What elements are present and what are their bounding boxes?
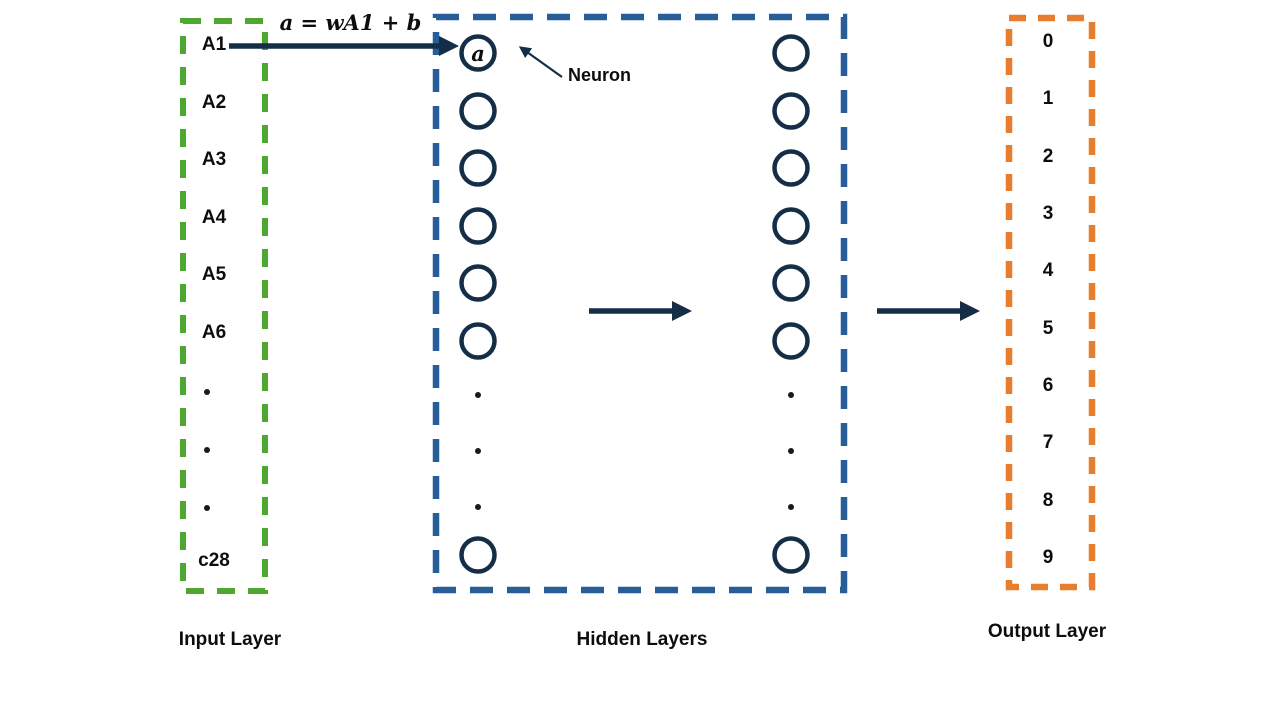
neuron-circle bbox=[772, 207, 810, 245]
ellipsis-dot bbox=[475, 392, 481, 398]
neuron-annotation-arrow bbox=[518, 46, 563, 78]
input-node-label-a5: A5 bbox=[201, 264, 227, 285]
ellipsis-dot bbox=[788, 392, 794, 398]
neuron-activation-value: a bbox=[471, 41, 485, 66]
ellipsis-dot bbox=[204, 389, 210, 395]
output-class-label-1: 1 bbox=[1042, 88, 1054, 109]
neuron-circle bbox=[772, 149, 810, 187]
output-class-label-2: 2 bbox=[1042, 146, 1054, 167]
output-class-label-4: 4 bbox=[1042, 260, 1054, 281]
ellipsis-dot bbox=[204, 447, 210, 453]
input-node-label-a3: A3 bbox=[201, 149, 227, 170]
output-class-label-8: 8 bbox=[1042, 490, 1054, 511]
ellipsis-dot bbox=[788, 504, 794, 510]
output-class-label-5: 5 bbox=[1042, 318, 1054, 339]
hidden-layers-box bbox=[432, 13, 848, 594]
output-class-label-6: 6 bbox=[1042, 375, 1054, 396]
output-class-label-9: 9 bbox=[1042, 547, 1054, 568]
activation-formula: a = wA1 + b bbox=[279, 10, 422, 35]
input-node-label-a2: A2 bbox=[201, 92, 227, 113]
neuron-circle bbox=[459, 149, 497, 187]
neuron-circle bbox=[772, 536, 810, 574]
output-layer-box bbox=[1005, 14, 1096, 591]
input-node-label-c28: c28 bbox=[198, 550, 230, 571]
neuron-circle bbox=[772, 34, 810, 72]
input-node-label-a1: A1 bbox=[201, 34, 227, 55]
output-class-label-0: 0 bbox=[1042, 31, 1054, 52]
neuron-circle bbox=[459, 322, 497, 360]
neuron-circle bbox=[459, 207, 497, 245]
ellipsis-dot bbox=[204, 505, 210, 511]
output-layer-title: Output Layer bbox=[987, 621, 1107, 642]
hidden-layers-title: Hidden Layers bbox=[576, 629, 708, 650]
neuron-circle bbox=[459, 34, 497, 72]
neuron-circle bbox=[459, 536, 497, 574]
neuron-circle bbox=[772, 264, 810, 302]
input-layer-title: Input Layer bbox=[178, 629, 282, 650]
ellipsis-dot bbox=[788, 448, 794, 454]
neuron-circle bbox=[772, 92, 810, 130]
neuron-circle bbox=[772, 322, 810, 360]
output-class-label-7: 7 bbox=[1042, 432, 1054, 453]
input-layer-box bbox=[180, 18, 268, 594]
input-node-label-a4: A4 bbox=[201, 207, 227, 228]
output-class-label-3: 3 bbox=[1042, 203, 1054, 224]
input-node-label-a6: A6 bbox=[201, 322, 227, 343]
neuron-circle bbox=[459, 92, 497, 130]
ellipsis-dot bbox=[475, 448, 481, 454]
ellipsis-dot bbox=[475, 504, 481, 510]
neuron-annotation-label: Neuron bbox=[568, 65, 631, 85]
neuron-circle bbox=[459, 264, 497, 302]
